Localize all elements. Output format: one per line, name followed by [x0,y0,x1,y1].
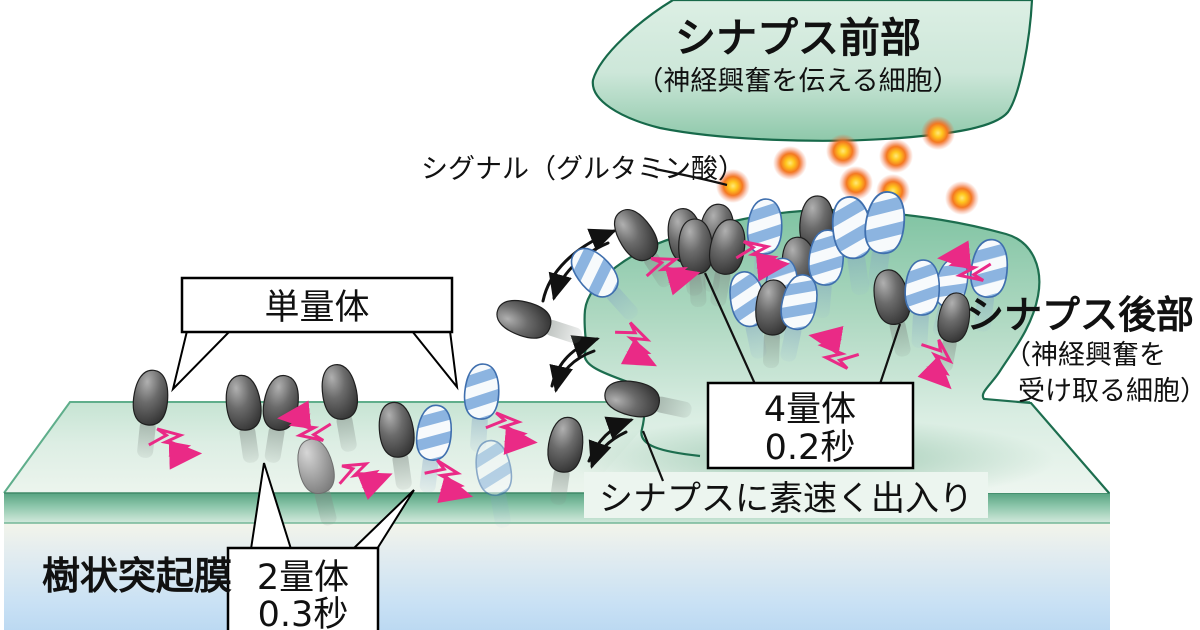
tetramer-label-1: 4量体 [764,390,856,430]
tetramer-callout: 4量体 0.2秒 [703,272,915,470]
dimer-callout-box [226,546,380,630]
tetramer-leader-right [878,323,902,385]
monomer-label: 単量体 [264,288,369,328]
shuttle-arrow [549,349,596,393]
dimer-label-1: 2量体 [257,558,349,598]
monomer-callout-box [180,276,454,334]
glutamate-dot [716,169,750,203]
postsynaptic-subtitle-2: 受け取る細胞） [1018,376,1200,407]
shuttle-annotation: シナプスに素速く出入り [584,430,988,519]
shuttle-arrow [541,228,617,303]
membrane-label: 樹状突起膜 [42,554,232,598]
monomer-callout-tail-left [171,330,233,393]
shuttle-leader-line [641,430,665,482]
shuttle-arrow [588,430,628,469]
presynaptic-title: シナプス前部 [675,14,921,62]
receptor-dark-horizontal [491,293,588,355]
presynaptic-body [591,0,1034,142]
monomer-callout-tail-right [409,330,459,391]
shuttle-label: シナプスに素速く出入り [599,479,973,519]
tetramer-leader-left [703,272,757,385]
glutamate-dot [826,134,860,168]
postsynaptic-title: シナプス後部 [966,293,1194,337]
presynaptic-subtitle: （神経興奮を伝える細胞） [636,66,959,97]
tetramer-callout-box [706,381,915,470]
dendrite-interior [4,523,1110,630]
glutamate-dot [921,116,955,150]
dimer-label-2: 0.3秒 [258,595,349,630]
postsynaptic-subtitle-1: （神経興奮を [1004,340,1166,371]
signal-leader-line [654,167,728,187]
shuttle-text-backing [584,472,988,518]
postsynaptic-label-group: シナプス後部 （神経興奮を 受け取る細胞） [966,293,1200,407]
dimer-callout: 2量体 0.3秒 [226,462,415,630]
glutamate-dot [945,181,979,215]
tetramer-label-2: 0.2秒 [765,428,856,468]
signal-label-group: シグナル（グルタミン酸） [421,154,745,187]
glutamate-dot [879,139,913,173]
signal-label: シグナル（グルタミン酸） [421,154,745,185]
glutamate-dot [839,166,873,200]
monomer-callout: 単量体 [171,276,459,393]
presynaptic-cell: シナプス前部 （神経興奮を伝える細胞） [591,0,1034,142]
glutamate-dot [773,146,807,180]
